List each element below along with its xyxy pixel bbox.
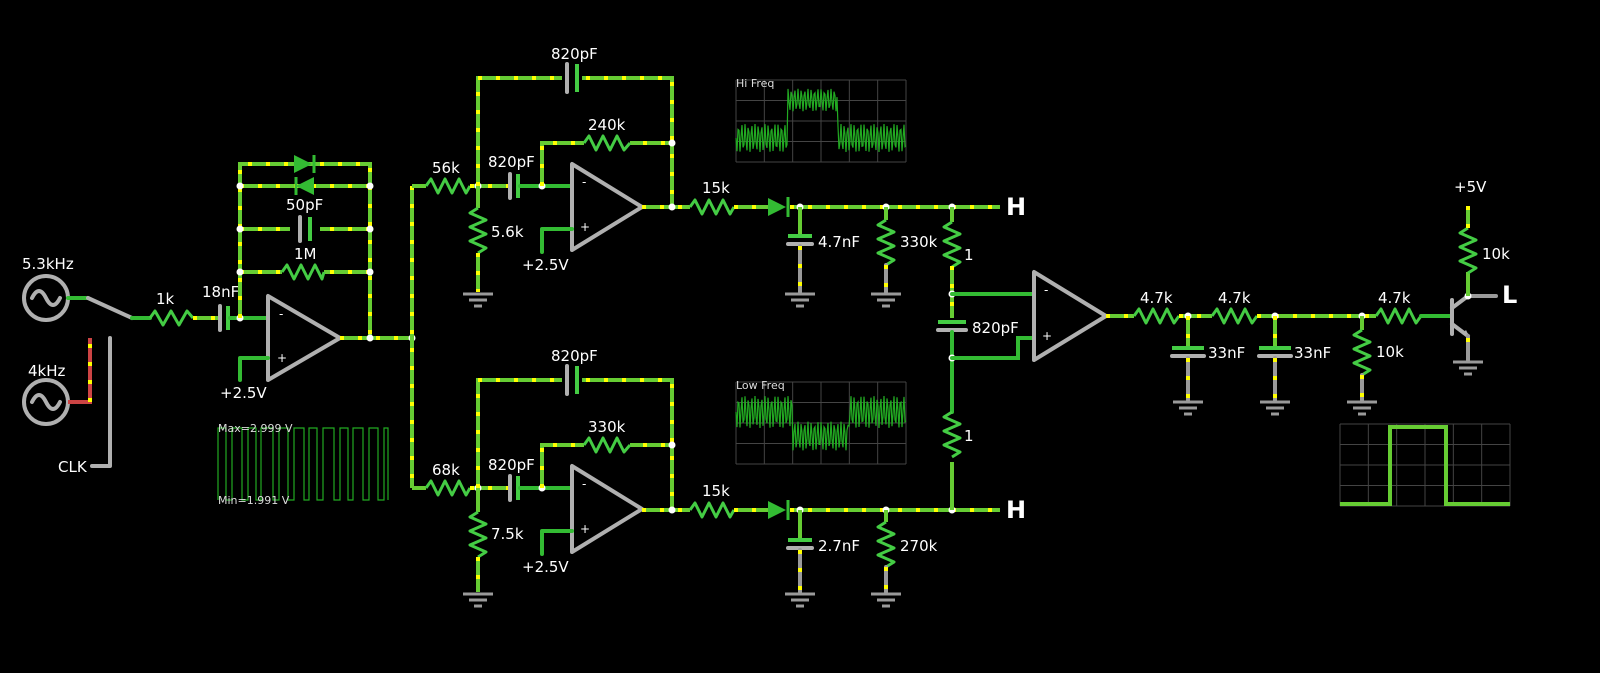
capacitor-18nf-label: 18nF bbox=[202, 283, 239, 301]
resistor-10k-pulldown-label: 10k bbox=[1376, 343, 1404, 361]
capacitor-50pf-label: 50pF bbox=[286, 196, 323, 214]
supply-5v: +5V bbox=[1454, 178, 1487, 196]
bias-low: +2.5V bbox=[522, 558, 569, 576]
svg-text:+: + bbox=[580, 220, 590, 234]
scope-output[interactable] bbox=[1339, 423, 1511, 507]
resistor-270k[interactable] bbox=[876, 520, 896, 569]
svg-text:-: - bbox=[279, 307, 283, 321]
capacitor-33nf-1[interactable] bbox=[1170, 346, 1206, 358]
capacitor-2-7nf-label: 2.7nF bbox=[818, 537, 860, 555]
resistor-330k-hi[interactable] bbox=[876, 218, 896, 267]
scope-low-freq[interactable] bbox=[735, 381, 907, 465]
resistor-5-6k-label: 5.6k bbox=[491, 223, 524, 241]
resistor-68k[interactable] bbox=[424, 479, 472, 497]
capacitor-820pf-low-series-label: 820pF bbox=[488, 456, 535, 474]
scope-input-max: Max=2.999 V bbox=[218, 422, 293, 435]
resistor-15k-hi[interactable] bbox=[688, 198, 736, 216]
output-h-low: H bbox=[1006, 496, 1026, 524]
zener-diode-pair[interactable] bbox=[294, 155, 316, 195]
svg-text:+: + bbox=[277, 351, 287, 365]
resistor-10k-pullup[interactable] bbox=[1458, 226, 1478, 275]
resistor-1-hi[interactable] bbox=[942, 220, 962, 269]
resistor-330k-low-fb[interactable] bbox=[582, 435, 632, 455]
svg-text:-: - bbox=[582, 175, 586, 189]
capacitor-820pf-hi-series-label: 820pF bbox=[488, 153, 535, 171]
resistor-15k-hi-label: 15k bbox=[702, 179, 730, 197]
resistor-15k-low-label: 15k bbox=[702, 482, 730, 500]
resistor-1-low[interactable] bbox=[942, 410, 962, 459]
resistor-56k-label: 56k bbox=[432, 159, 460, 177]
diode-hi[interactable] bbox=[768, 197, 790, 217]
output-l: L bbox=[1502, 281, 1517, 309]
capacitor-820pf-hi-series[interactable] bbox=[508, 172, 520, 200]
resistor-68k-label: 68k bbox=[432, 461, 460, 479]
diode-low[interactable] bbox=[768, 500, 790, 520]
resistor-4-7k-2-label: 4.7k bbox=[1218, 289, 1251, 307]
output-h-hi: H bbox=[1006, 193, 1026, 221]
resistor-4-7k-3[interactable] bbox=[1374, 307, 1423, 325]
comparator-opamp[interactable]: - + bbox=[1032, 270, 1108, 362]
sine-source-a[interactable] bbox=[22, 274, 70, 322]
capacitor-4-7nf[interactable] bbox=[786, 234, 814, 246]
resistor-56k[interactable] bbox=[424, 177, 472, 195]
resistor-240k[interactable] bbox=[582, 133, 632, 153]
capacitor-50pf[interactable] bbox=[290, 215, 320, 243]
sine-source-b[interactable] bbox=[22, 378, 70, 426]
capacitor-33nf-1-label: 33nF bbox=[1208, 344, 1245, 362]
resistor-330k-hi-label: 330k bbox=[900, 233, 938, 251]
scope-low-freq-title: Low Freq bbox=[736, 379, 785, 392]
clock-label: CLK bbox=[58, 458, 88, 476]
capacitor-33nf-2-label: 33nF bbox=[1294, 344, 1331, 362]
resistor-270k-label: 270k bbox=[900, 537, 938, 555]
resistor-330k-low-fb-label: 330k bbox=[588, 418, 626, 436]
capacitor-33nf-2[interactable] bbox=[1257, 346, 1293, 358]
capacitor-4-7nf-label: 4.7nF bbox=[818, 233, 860, 251]
resistor-1m-label: 1M bbox=[294, 245, 317, 263]
resistor-240k-label: 240k bbox=[588, 116, 626, 134]
capacitor-820pf-low-fb-label: 820pF bbox=[551, 347, 598, 365]
sine-source-b-label: 4kHz bbox=[28, 362, 66, 380]
resistor-1m[interactable] bbox=[280, 262, 326, 282]
capacitor-820pf-hi-fb-label: 820pF bbox=[551, 45, 598, 63]
resistor-1k-label: 1k bbox=[156, 290, 175, 308]
capacitor-820pf-low-fb[interactable] bbox=[562, 364, 582, 396]
clock-switch[interactable] bbox=[86, 296, 134, 468]
scope-input-signal[interactable] bbox=[217, 427, 389, 501]
capacitor-820pf-comparator[interactable] bbox=[936, 320, 968, 332]
resistor-10k-pulldown[interactable] bbox=[1352, 328, 1372, 377]
sine-source-a-label: 5.3kHz bbox=[22, 255, 74, 273]
opamp-hi[interactable]: - + bbox=[570, 162, 644, 252]
resistor-1-hi-label: 1 bbox=[964, 246, 974, 264]
npn-transistor[interactable] bbox=[1450, 294, 1470, 338]
scope-input-min: Min=1.991 V bbox=[218, 494, 290, 507]
scope-hi-freq-title: Hi Freq bbox=[736, 77, 774, 90]
resistor-1-low-label: 1 bbox=[964, 427, 974, 445]
svg-text:+: + bbox=[1042, 329, 1052, 343]
resistor-1k[interactable] bbox=[148, 309, 195, 327]
resistor-10k-pullup-label: 10k bbox=[1482, 245, 1510, 263]
opamp-low[interactable]: - + bbox=[570, 464, 644, 554]
svg-text:-: - bbox=[1044, 283, 1048, 297]
bias-hi: +2.5V bbox=[522, 256, 569, 274]
scope-hi-freq[interactable] bbox=[735, 79, 907, 163]
capacitor-18nf[interactable] bbox=[218, 304, 230, 332]
resistor-7-5k[interactable] bbox=[468, 510, 488, 559]
capacitor-820pf-comparator-label: 820pF bbox=[972, 319, 1019, 337]
resistor-15k-low[interactable] bbox=[688, 501, 736, 519]
resistor-7-5k-label: 7.5k bbox=[491, 525, 524, 543]
capacitor-820pf-low-series[interactable] bbox=[508, 474, 520, 502]
resistor-4-7k-3-label: 4.7k bbox=[1378, 289, 1411, 307]
resistor-4-7k-1[interactable] bbox=[1132, 307, 1181, 325]
capacitor-2-7nf[interactable] bbox=[786, 538, 814, 550]
resistor-4-7k-1-label: 4.7k bbox=[1140, 289, 1173, 307]
bias-input-stage: +2.5V bbox=[220, 384, 267, 402]
resistor-4-7k-2[interactable] bbox=[1210, 307, 1259, 325]
resistor-5-6k[interactable] bbox=[468, 206, 488, 255]
svg-text:-: - bbox=[582, 477, 586, 491]
svg-text:+: + bbox=[580, 522, 590, 536]
capacitor-820pf-hi-fb[interactable] bbox=[562, 62, 582, 94]
opamp-input-stage[interactable]: - + bbox=[266, 294, 342, 382]
